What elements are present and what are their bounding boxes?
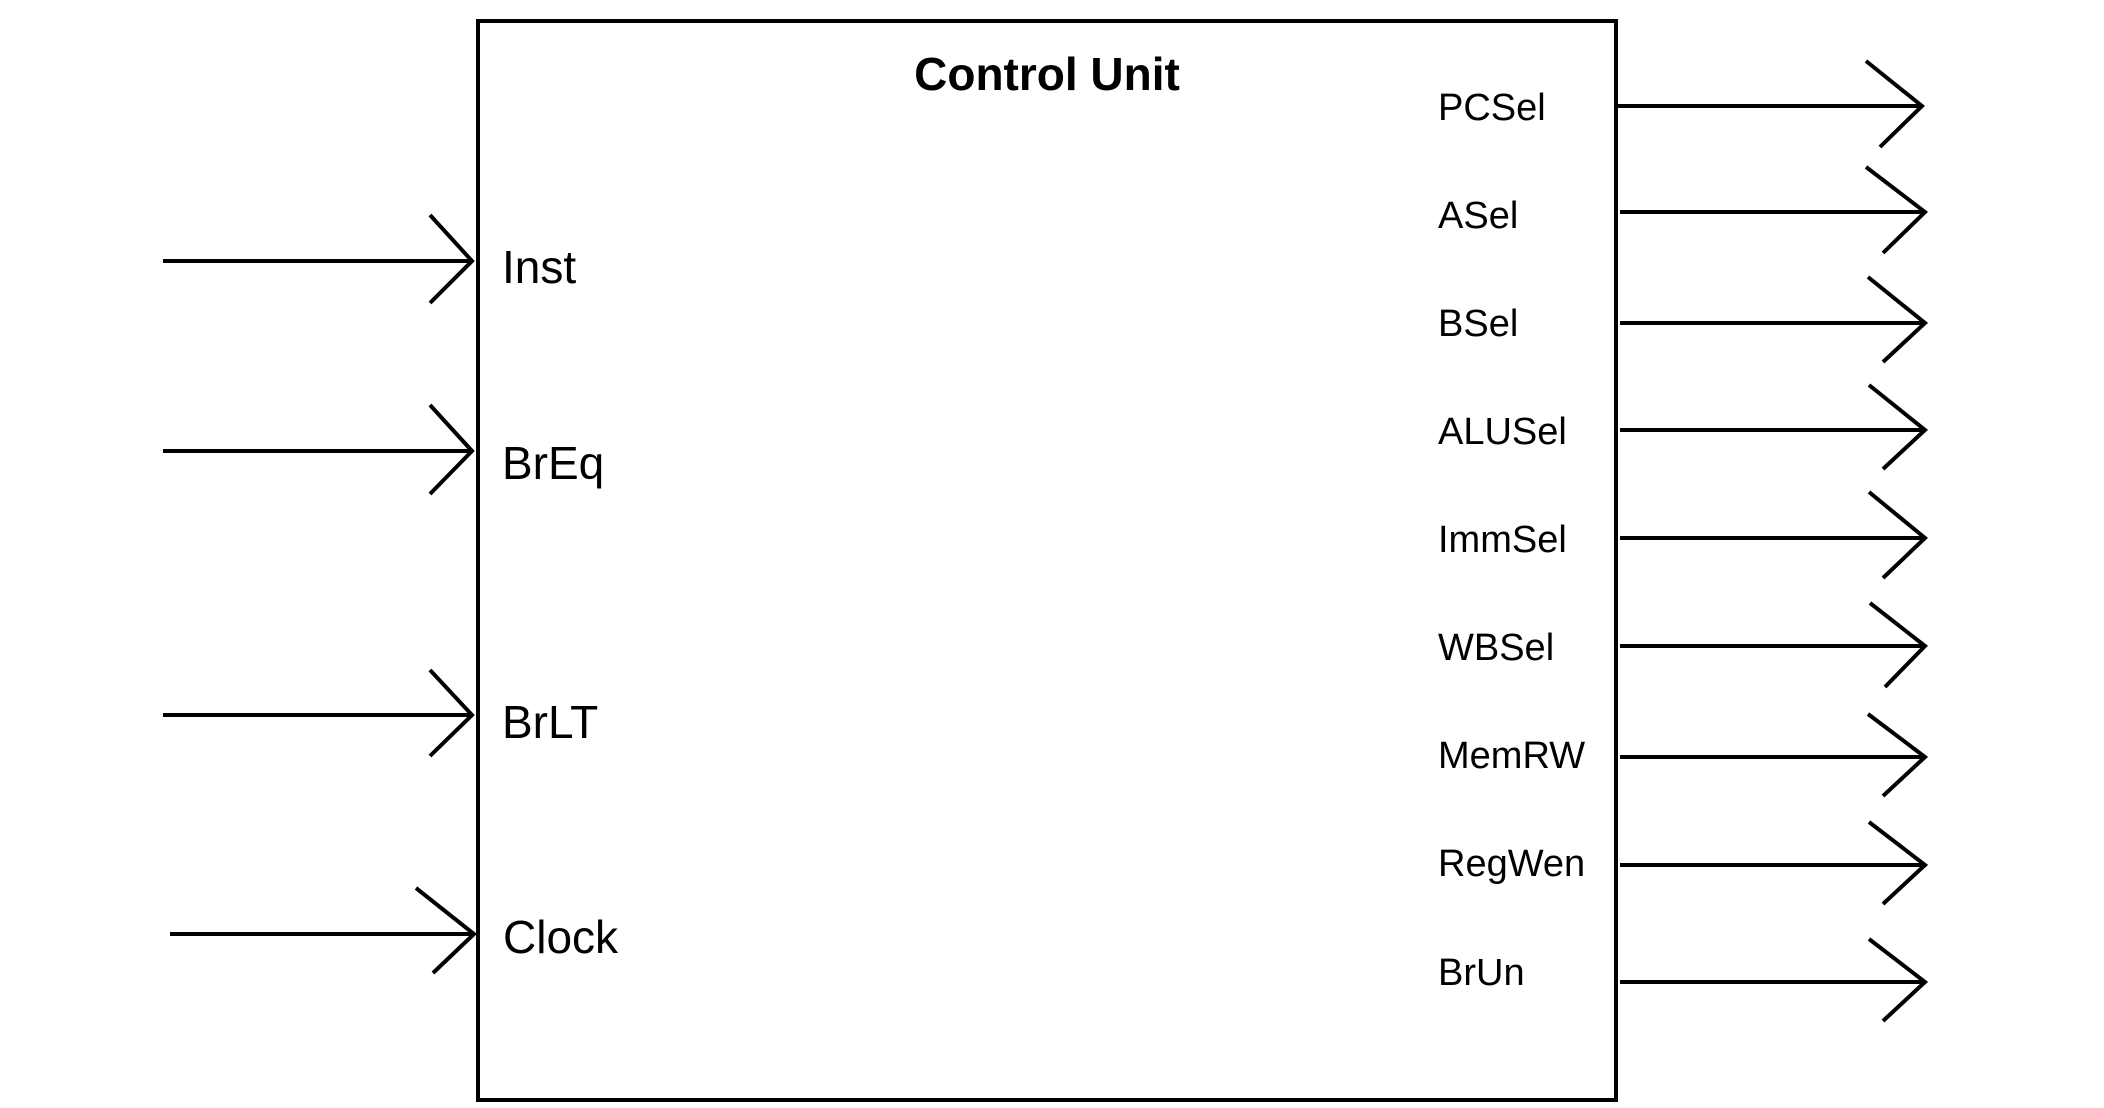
input-label-brlt: BrLT [502, 696, 598, 748]
output-bsel: BSel [1438, 275, 1929, 364]
output-arrow-memrw [1620, 712, 1929, 798]
output-arrow-regwen [1620, 820, 1929, 906]
input-arrow-clock [170, 886, 478, 975]
input-breq: BrEq [163, 403, 604, 496]
output-label-pcsel: PCSel [1438, 87, 1546, 129]
output-memrw: MemRW [1438, 712, 1929, 798]
output-asel: ASel [1438, 165, 1929, 255]
input-label-inst: Inst [502, 241, 576, 293]
output-label-bsel: BSel [1438, 303, 1518, 345]
input-arrow-breq [163, 403, 475, 496]
input-arrow-inst [163, 213, 475, 305]
output-arrow-asel [1620, 165, 1929, 255]
input-label-breq: BrEq [502, 437, 604, 489]
output-arrow-alusel [1620, 383, 1929, 471]
output-label-wbsel: WBSel [1438, 627, 1554, 669]
output-label-regwen: RegWen [1438, 843, 1585, 885]
input-arrow-brlt [163, 668, 475, 758]
output-immsel: ImmSel [1438, 490, 1929, 580]
output-wbsel: WBSel [1438, 601, 1928, 689]
input-brlt: BrLT [163, 668, 598, 758]
input-label-clock: Clock [503, 911, 619, 963]
output-label-asel: ASel [1438, 195, 1518, 237]
output-alusel: ALUSel [1438, 383, 1929, 471]
output-label-memrw: MemRW [1438, 735, 1585, 777]
output-arrow-wbsel [1620, 601, 1928, 689]
output-arrow-pcsel [1617, 59, 1926, 149]
output-arrow-immsel [1620, 490, 1929, 580]
input-inst: Inst [163, 213, 576, 305]
output-pcsel: PCSel [1438, 59, 1926, 149]
output-label-immsel: ImmSel [1438, 519, 1567, 561]
output-brun: BrUn [1438, 937, 1929, 1023]
output-label-brun: BrUn [1438, 952, 1525, 994]
block-title: Control Unit [914, 48, 1180, 100]
output-arrow-brun [1620, 937, 1929, 1023]
output-label-alusel: ALUSel [1438, 411, 1567, 453]
input-clock: Clock [170, 886, 619, 975]
output-arrow-bsel [1620, 275, 1929, 364]
output-regwen: RegWen [1438, 820, 1929, 906]
control-unit-block [476, 19, 1618, 1102]
